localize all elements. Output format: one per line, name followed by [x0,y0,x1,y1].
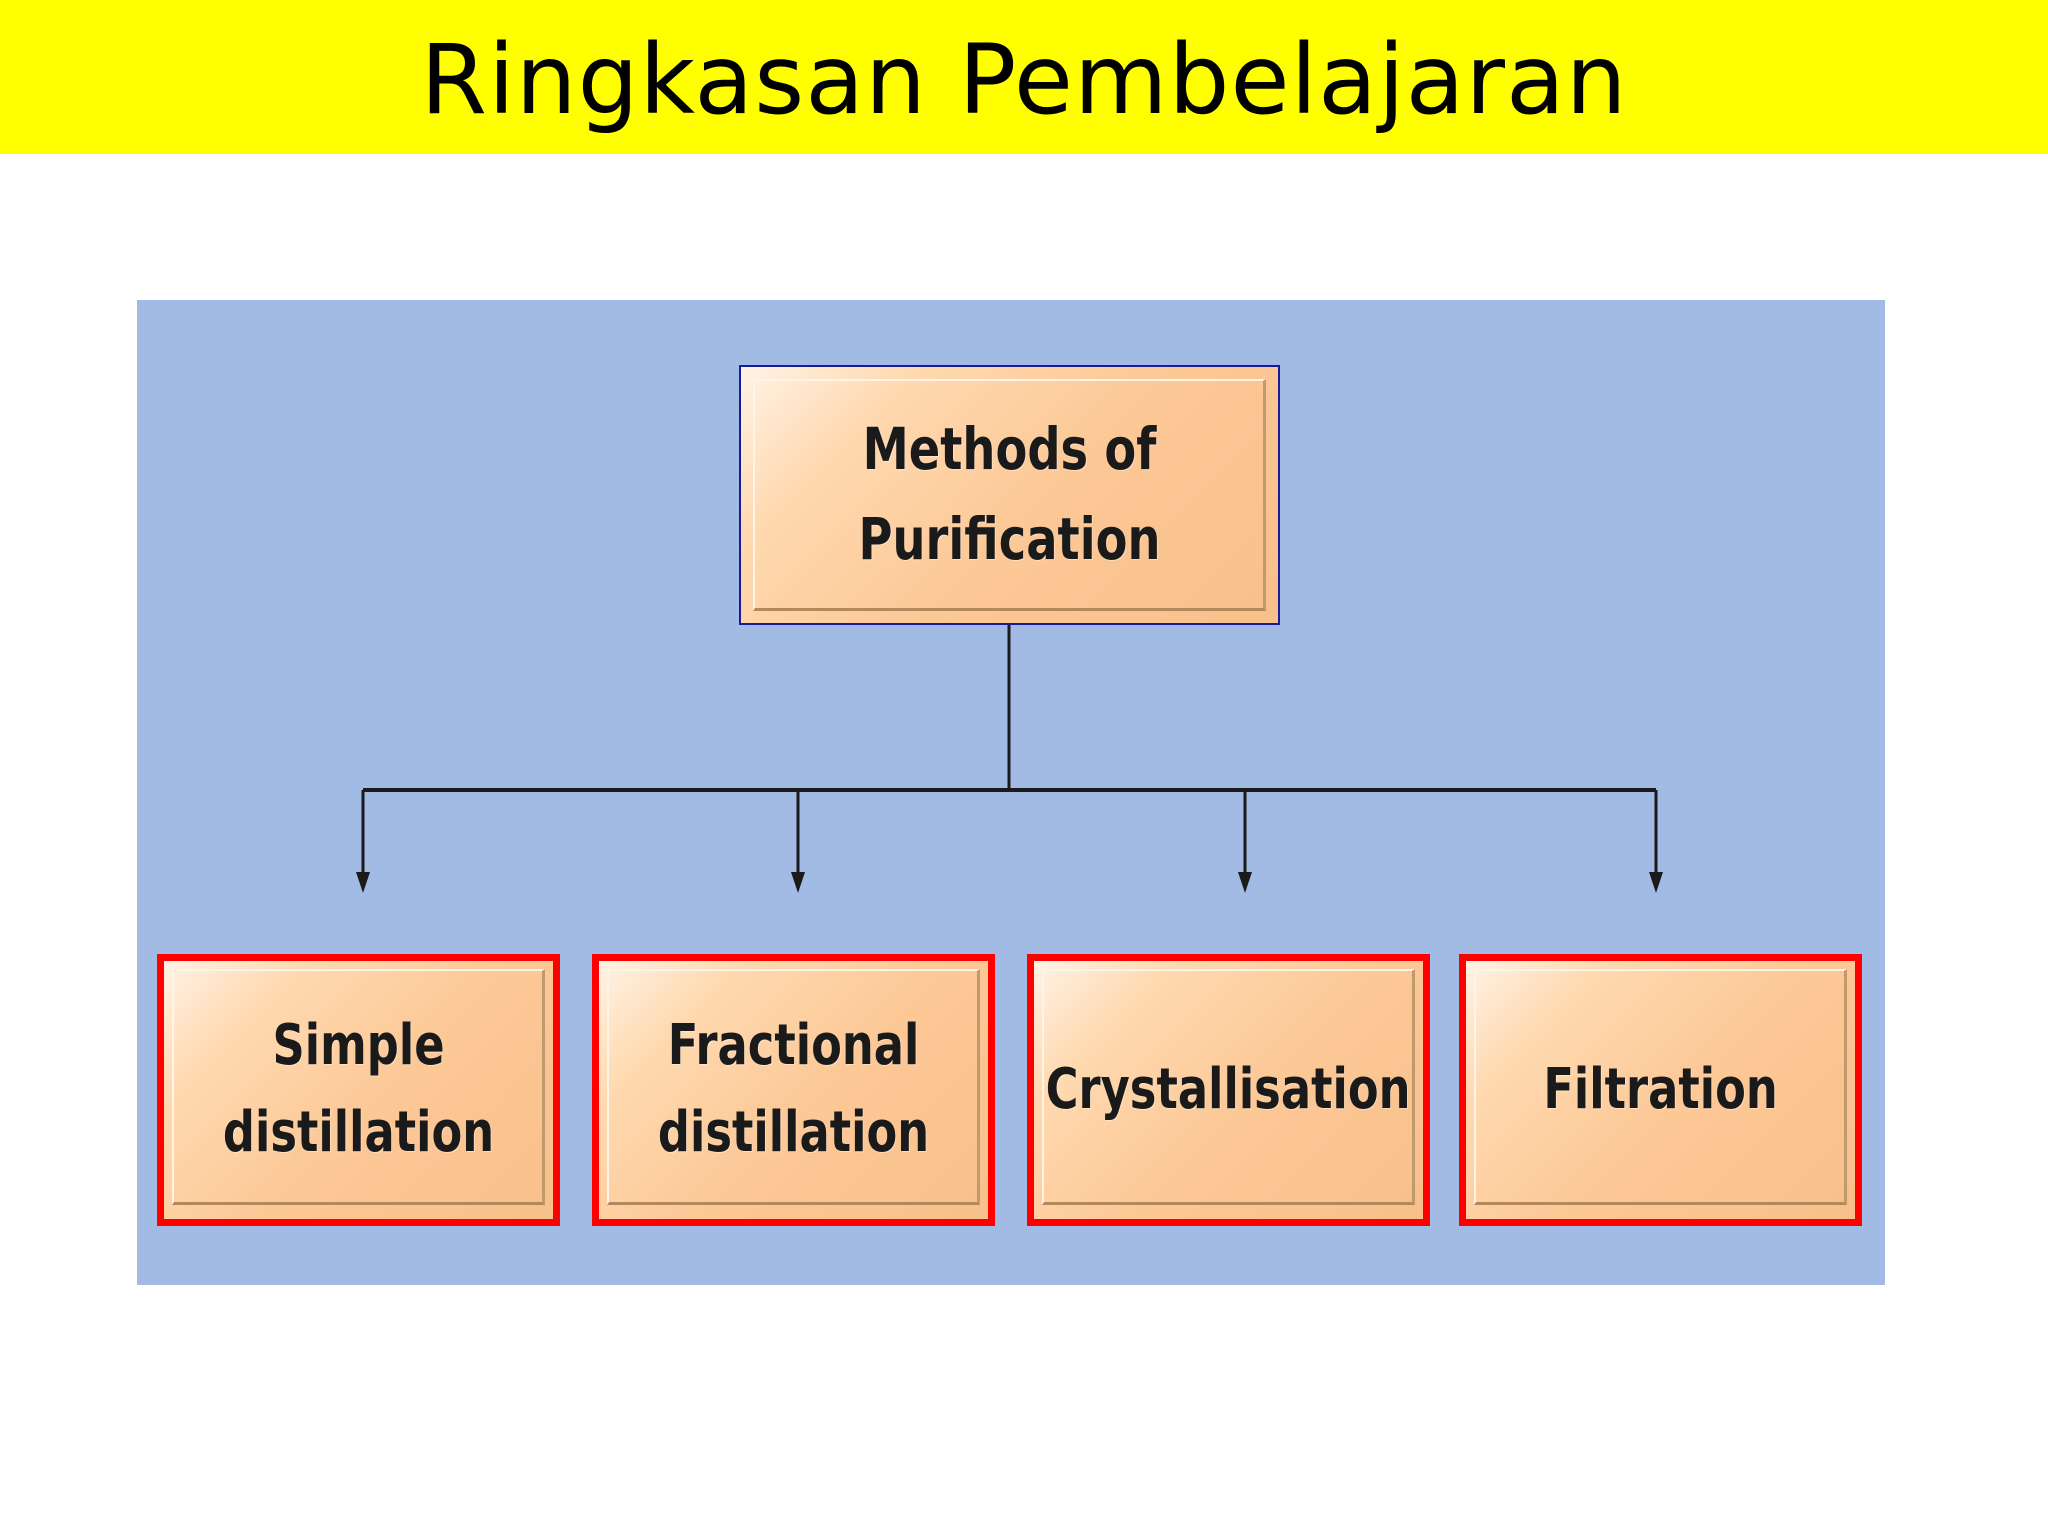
child-node-label: Filtration [1543,1056,1778,1122]
child-node-filtration: Filtration [1459,954,1862,1226]
title-bar [0,0,2048,154]
child-node-crystallisation: Crystallisation [1027,954,1430,1226]
child-node-label: Fractional distillation [657,1013,930,1165]
root-node-label: Methods of Purification [858,415,1161,573]
child-node-fractional-distillation: Fractional distillation [592,954,995,1226]
child-node-simple-distillation: Simple distillation [157,954,560,1226]
child-node-label: Simple distillation [222,1013,495,1165]
root-node-methods-of-purification: Methods of Purification [739,365,1280,625]
slide-title: Ringkasan Pembelajaran [420,24,1628,136]
child-node-label: Crystallisation [1046,1056,1411,1122]
